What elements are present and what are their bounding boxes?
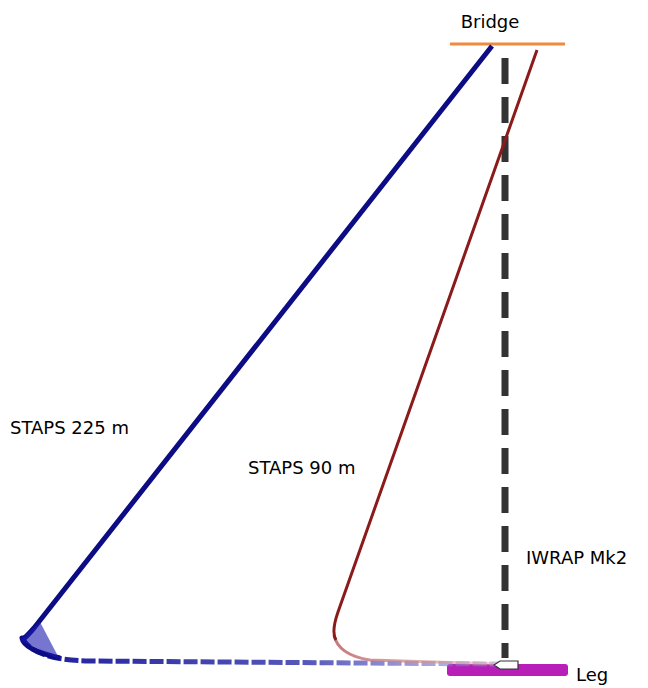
staps-225-turn (20, 622, 60, 660)
ship-symbol (494, 661, 518, 669)
bridge-line (450, 43, 565, 46)
bridge-label: Bridge (461, 12, 520, 32)
track-label: STAPS 225 m (10, 418, 129, 438)
route-label: IWRAP Mk2 (526, 548, 627, 568)
staps-90-track-start (334, 635, 500, 664)
staps-225-track (22, 46, 492, 658)
staps-90-track (334, 50, 537, 640)
leg-label: Leg (576, 665, 608, 685)
track-label: STAPS 90 m (248, 458, 356, 478)
staps-225-track-start (22, 636, 500, 664)
